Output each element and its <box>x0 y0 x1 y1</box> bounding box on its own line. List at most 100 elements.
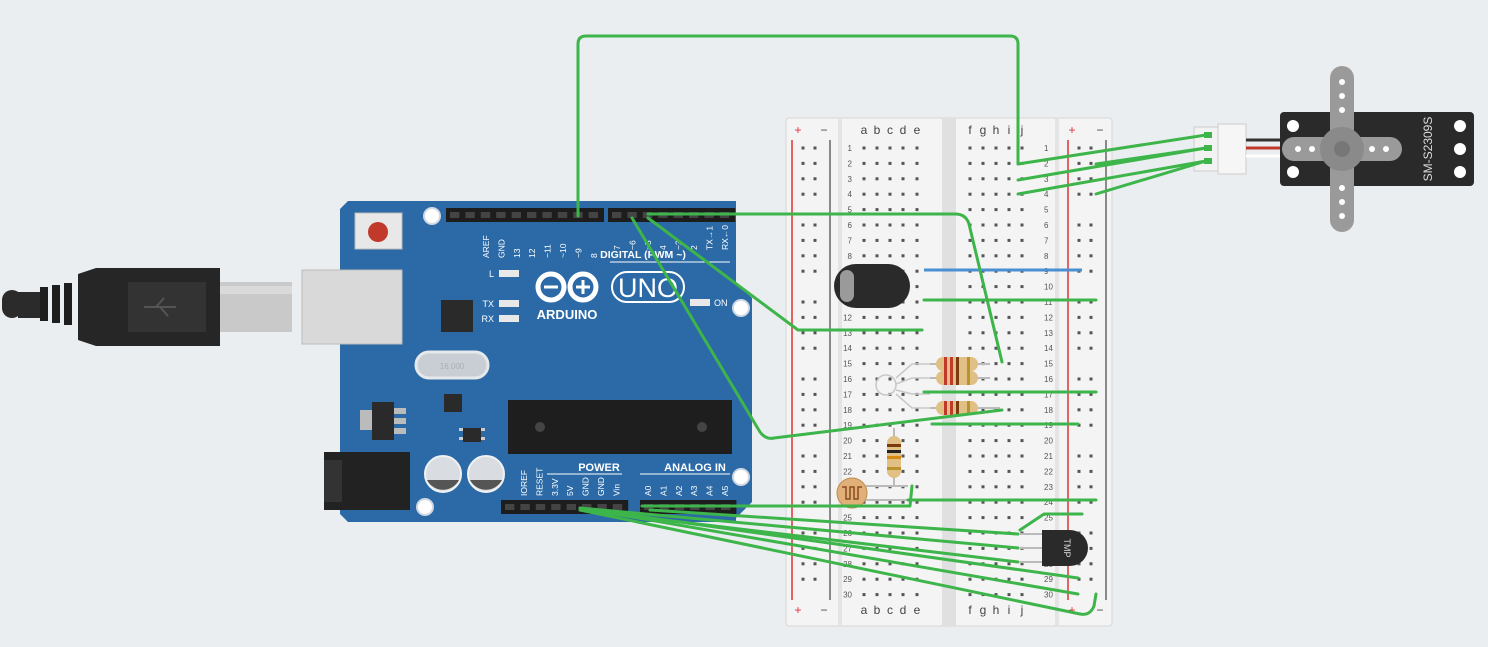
wire[interactable] <box>646 216 924 332</box>
breadboard-hole[interactable] <box>981 500 985 504</box>
rail-hole[interactable] <box>801 177 805 181</box>
breadboard-hole[interactable] <box>888 377 892 381</box>
rail-hole[interactable] <box>1089 577 1093 581</box>
rail-hole[interactable] <box>1089 254 1093 258</box>
breadboard-hole[interactable] <box>875 161 879 165</box>
breadboard-hole[interactable] <box>901 408 905 412</box>
header-pin[interactable] <box>496 212 506 218</box>
rail-hole[interactable] <box>813 161 817 165</box>
rail-hole[interactable] <box>801 531 805 535</box>
breadboard-hole[interactable] <box>901 177 905 181</box>
servo-motor[interactable]: SM-S2309S <box>1193 66 1474 232</box>
breadboard-hole[interactable] <box>862 392 866 396</box>
breadboard-hole[interactable] <box>862 408 866 412</box>
rail-hole[interactable] <box>813 192 817 196</box>
header-pin[interactable] <box>520 504 530 510</box>
breadboard-hole[interactable] <box>968 315 972 319</box>
rail-hole[interactable] <box>801 500 805 504</box>
rail-hole[interactable] <box>801 269 805 273</box>
breadboard-hole[interactable] <box>1020 238 1024 242</box>
breadboard-hole[interactable] <box>1020 408 1024 412</box>
breadboard-hole[interactable] <box>1007 485 1011 489</box>
breadboard-hole[interactable] <box>994 469 998 473</box>
resistor[interactable] <box>930 357 990 371</box>
breadboard-hole[interactable] <box>981 192 985 196</box>
breadboard-hole[interactable] <box>915 208 919 212</box>
breadboard-hole[interactable] <box>968 546 972 550</box>
breadboard-hole[interactable] <box>915 285 919 289</box>
breadboard-hole[interactable] <box>968 192 972 196</box>
rail-hole[interactable] <box>801 192 805 196</box>
breadboard-hole[interactable] <box>968 531 972 535</box>
wires[interactable] <box>576 34 1208 616</box>
rail-hole[interactable] <box>1077 223 1081 227</box>
breadboard-hole[interactable] <box>888 562 892 566</box>
breadboard-hole[interactable] <box>915 531 919 535</box>
wire[interactable] <box>1016 159 1208 196</box>
rail-hole[interactable] <box>1089 485 1093 489</box>
rail-hole[interactable] <box>1089 454 1093 458</box>
rail-hole[interactable] <box>1077 454 1081 458</box>
breadboard-hole[interactable] <box>888 161 892 165</box>
breadboard-hole[interactable] <box>915 562 919 566</box>
breadboard-hole[interactable] <box>901 315 905 319</box>
breadboard-hole[interactable] <box>862 377 866 381</box>
header-pin[interactable] <box>511 212 521 218</box>
breadboard-hole[interactable] <box>994 208 998 212</box>
breadboard-hole[interactable] <box>901 238 905 242</box>
breadboard-hole[interactable] <box>915 315 919 319</box>
breadboard-hole[interactable] <box>968 577 972 581</box>
breadboard-hole[interactable] <box>862 423 866 427</box>
breadboard-hole[interactable] <box>994 500 998 504</box>
breadboard-hole[interactable] <box>915 146 919 150</box>
breadboard-hole[interactable] <box>981 331 985 335</box>
breadboard-hole[interactable] <box>888 192 892 196</box>
breadboard-hole[interactable] <box>862 192 866 196</box>
rail-hole[interactable] <box>1077 315 1081 319</box>
breadboard-hole[interactable] <box>968 300 972 304</box>
breadboard-hole[interactable] <box>1020 454 1024 458</box>
rail-hole[interactable] <box>1077 146 1081 150</box>
breadboard-hole[interactable] <box>901 146 905 150</box>
breadboard-hole[interactable] <box>1020 500 1024 504</box>
wire[interactable] <box>630 216 1004 440</box>
header-pin[interactable] <box>527 212 537 218</box>
breadboard-hole[interactable] <box>888 146 892 150</box>
breadboard-hole[interactable] <box>862 346 866 350</box>
breadboard-hole[interactable] <box>1020 439 1024 443</box>
rail-hole[interactable] <box>801 408 805 412</box>
arduino-board[interactable]: 16.000 <box>301 201 752 522</box>
breadboard-hole[interactable] <box>968 146 972 150</box>
breadboard-hole[interactable] <box>1020 362 1024 366</box>
breadboard-hole[interactable] <box>968 500 972 504</box>
breadboard-hole[interactable] <box>981 546 985 550</box>
breadboard-hole[interactable] <box>981 469 985 473</box>
rail-hole[interactable] <box>1077 300 1081 304</box>
breadboard-hole[interactable] <box>968 392 972 396</box>
temperature-sensor[interactable]: TMP <box>1020 530 1088 566</box>
breadboard-hole[interactable] <box>901 208 905 212</box>
breadboard-hole[interactable] <box>968 454 972 458</box>
breadboard-hole[interactable] <box>901 254 905 258</box>
breadboard-hole[interactable] <box>875 238 879 242</box>
rail-hole[interactable] <box>813 423 817 427</box>
breadboard-hole[interactable] <box>981 300 985 304</box>
rail-hole[interactable] <box>1089 423 1093 427</box>
breadboard-hole[interactable] <box>915 408 919 412</box>
breadboard-hole[interactable] <box>862 208 866 212</box>
breadboard-hole[interactable] <box>994 377 998 381</box>
rail-hole[interactable] <box>1077 177 1081 181</box>
header-pin[interactable] <box>465 212 475 218</box>
rail-hole[interactable] <box>813 392 817 396</box>
breadboard-hole[interactable] <box>862 177 866 181</box>
breadboard-hole[interactable] <box>994 238 998 242</box>
breadboard-hole[interactable] <box>968 593 972 597</box>
breadboard-hole[interactable] <box>901 161 905 165</box>
breadboard-hole[interactable] <box>875 593 879 597</box>
rail-hole[interactable] <box>1077 377 1081 381</box>
breadboard-hole[interactable] <box>1007 346 1011 350</box>
rail-hole[interactable] <box>1089 531 1093 535</box>
breadboard-hole[interactable] <box>888 315 892 319</box>
breadboard-hole[interactable] <box>862 362 866 366</box>
rail-hole[interactable] <box>813 300 817 304</box>
